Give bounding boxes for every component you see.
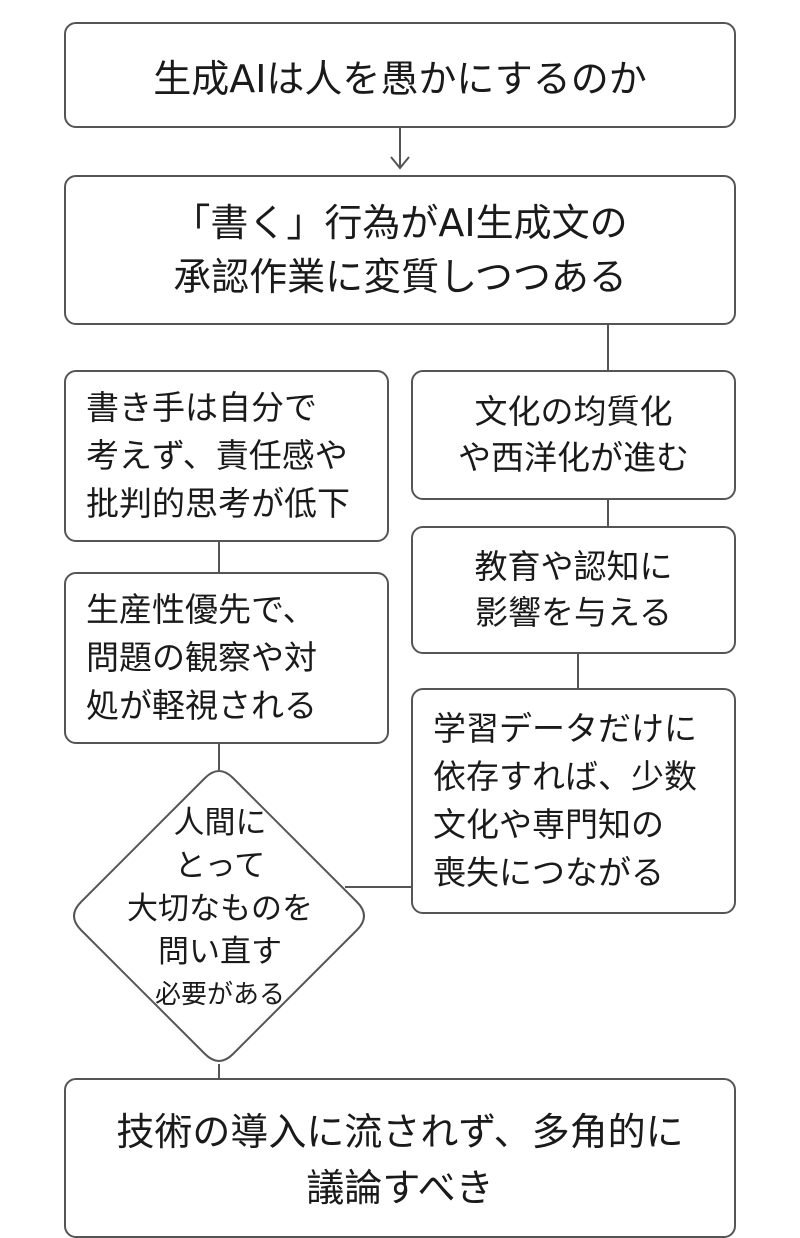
decision-line-1: 人間に bbox=[173, 805, 267, 841]
writing-node: 「書く」行為がAI生成文の 承認作業に変質しつつある bbox=[64, 175, 736, 325]
decision-diamond bbox=[73, 770, 365, 1062]
culture-line-2: や西洋化が進む bbox=[458, 438, 689, 477]
writing-line-2: 承認作業に変質しつつある bbox=[173, 255, 627, 299]
data-line-2: 依存すれば、少数 bbox=[433, 757, 697, 796]
decision-line-2: とって bbox=[174, 848, 266, 884]
writer-line-2: 考えず、責任感や bbox=[86, 436, 348, 475]
data-node: 学習データだけに 依存すれば、少数 文化や専門知の 喪失につながる bbox=[411, 688, 736, 914]
arrow-head-icon bbox=[390, 156, 410, 170]
data-line-3: 文化や専門知の bbox=[433, 805, 664, 844]
decision-line-4: 問い直す bbox=[158, 934, 282, 970]
data-line-4: 喪失につながる bbox=[433, 853, 664, 892]
culture-line-1: 文化の均質化 bbox=[474, 392, 673, 431]
writer-line-1: 書き手は自分で bbox=[86, 388, 317, 427]
decision-node-text: 人間に とって 大切なものを 問い直す 必要がある bbox=[80, 802, 360, 1017]
decision-line-5: 必要がある bbox=[154, 980, 285, 1010]
productivity-node: 生産性優先で、 問題の観察や対 処が軽視される bbox=[64, 572, 389, 744]
writing-line-1: 「書く」行為がAI生成文の bbox=[172, 201, 628, 245]
productivity-line-3: 処が軽視される bbox=[86, 686, 317, 725]
productivity-line-2: 問題の観察や対 bbox=[86, 638, 317, 677]
conclusion-line-1: 技術の導入に流されず、多角的に bbox=[116, 1110, 684, 1154]
writer-line-3: 批判的思考が低下 bbox=[86, 484, 350, 523]
productivity-line-1: 生産性優先で、 bbox=[86, 590, 316, 629]
education-node: 教育や認知に 影響を与える bbox=[411, 526, 736, 654]
title-text: 生成AIは人を愚かにするのか bbox=[153, 56, 647, 101]
culture-node: 文化の均質化 や西洋化が進む bbox=[411, 370, 736, 500]
education-line-2: 影響を与える bbox=[474, 593, 672, 632]
data-line-1: 学習データだけに bbox=[433, 709, 697, 748]
writer-node: 書き手は自分で 考えず、責任感や 批判的思考が低下 bbox=[64, 370, 389, 542]
connector-lines bbox=[73, 128, 609, 1078]
conclusion-node: 技術の導入に流されず、多角的に 議論すべき bbox=[64, 1078, 736, 1238]
conclusion-line-2: 議論すべき bbox=[306, 1166, 494, 1210]
title-node: 生成AIは人を愚かにするのか bbox=[64, 22, 736, 128]
decision-line-3: 大切なものを bbox=[127, 891, 313, 927]
education-line-1: 教育や認知に bbox=[474, 547, 673, 586]
